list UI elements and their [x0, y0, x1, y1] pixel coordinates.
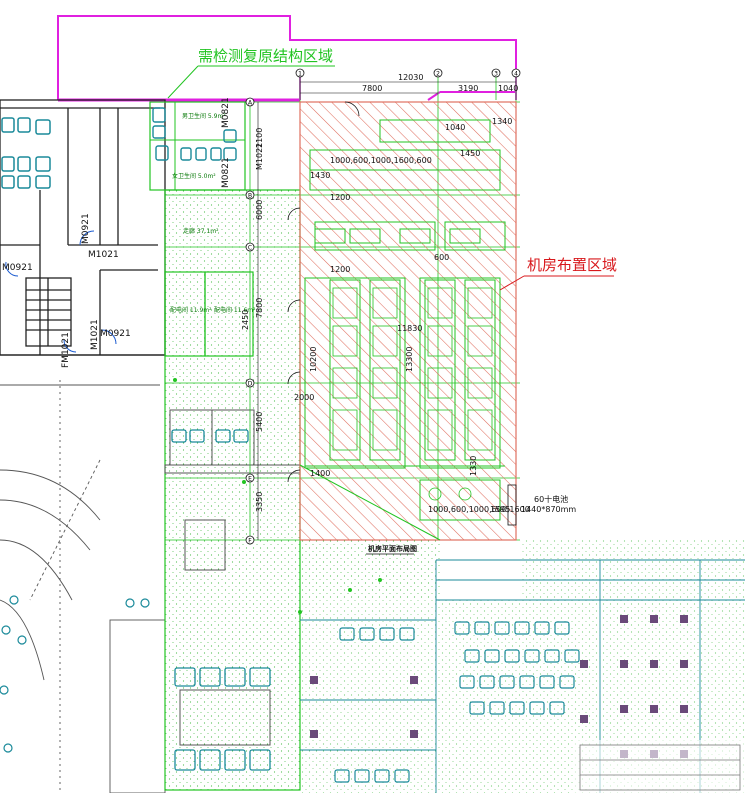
vdim-cd: 7800 [255, 298, 264, 318]
door-label-m1021-b: M1021 [255, 143, 264, 170]
dim-top-right: 1040 [498, 84, 518, 93]
inner-dim-12: 1040 [445, 123, 465, 132]
axis-col-3: 3 [494, 71, 498, 78]
inner-dim-14: 1430 [310, 171, 330, 180]
vdim-ef: 3350 [255, 492, 264, 512]
machine-room-doors [287, 101, 472, 501]
plan-title: 机房平面布局图 [368, 544, 417, 553]
room-toilet-female: 女卫生间 5.0m² [172, 172, 216, 180]
axis-col-4: 4 [514, 71, 518, 78]
inner-dim-10: 600 [434, 253, 449, 262]
inner-dim-15: 1200 [330, 193, 350, 202]
callout-machine-room-text: 机房布置区域 [527, 256, 617, 274]
inner-dim-8: 1595 [490, 505, 510, 514]
axis-row-e: E [248, 476, 252, 483]
machine-room-cabinets [332, 287, 493, 451]
machine-room-equipment [299, 119, 506, 541]
door-label-m0821-a: M0821 [221, 97, 231, 128]
vertical-dimension-chain: 2100 6000 7800 2450 5400 3350 M1021 [241, 102, 264, 540]
inner-dim-11: 1450 [460, 149, 480, 158]
callout-restore: 需检测复原结构区域 [167, 47, 335, 99]
axis-row-markers: A B C D E F [245, 97, 255, 545]
electrical-rooms: 配电间 11.9m² 配电间 11.6m² [164, 271, 256, 357]
door-label-m0921-c: M0921 [100, 329, 131, 339]
corridor-equipment [171, 429, 271, 771]
machine-room-hatched [299, 101, 517, 541]
inner-dim-7: 1330 [469, 456, 478, 476]
door-label-m1021-a: M1021 [88, 250, 119, 260]
plan-title-block: 机房平面布局图 [366, 544, 417, 555]
corridor-walls [164, 409, 301, 746]
door-label-m0921-b: M0921 [2, 263, 33, 273]
axis-row-d: D [248, 381, 253, 388]
axis-col-2: 2 [436, 71, 440, 78]
inner-dim-16: 2000 [294, 393, 314, 402]
ups-cabinet: 60十电池 1440*870mm [507, 484, 576, 526]
door-label-m1021-c: M1021 [90, 319, 100, 350]
vdim-de: 5400 [255, 412, 264, 432]
inner-dim-2: 1000,600,1000,600,1600 [428, 505, 530, 514]
left-lower-area [0, 380, 166, 793]
callout-machine-room: 机房布置区域 [499, 256, 617, 291]
lower-dense-area [300, 540, 745, 793]
vdim-bc: 6000 [255, 200, 264, 220]
door-label-m0921-a: M0921 [81, 213, 91, 244]
axis-col-1: 1 [298, 71, 302, 78]
top-dimension-chain: 12030 7800 3190 1040 [300, 73, 518, 94]
axis-row-f: F [248, 538, 252, 545]
callout-restore-text: 需检测复原结构区域 [198, 47, 333, 65]
inner-dim-5: 10200 [309, 347, 318, 372]
inner-dim-1: 1000,600,1000,1600,600 [330, 156, 432, 165]
room-corridor: 走廊 37.1m² [183, 227, 219, 235]
door-swings-left [5, 230, 117, 353]
axis-column-markers: 1 2 3 4 [295, 68, 521, 78]
axis-row-b: B [248, 193, 252, 200]
inner-dim-4: 13300 [405, 347, 414, 372]
axis-row-a: A [248, 100, 253, 107]
vdim-ab: 2100 [255, 128, 264, 148]
inner-dim-13: 1340 [492, 117, 512, 126]
inner-dim-6: 1400 [310, 469, 330, 478]
room-toilet-male: 男卫生间 5.9m² [182, 112, 226, 120]
ups-size: 1440*870mm [521, 505, 576, 514]
door-label-fm1021: FM1021 [61, 332, 71, 368]
dim-top-mid: 3190 [458, 84, 478, 93]
inner-dim-3: 11830 [397, 324, 422, 333]
scattered-markers [173, 378, 382, 614]
dim-top-left: 7800 [362, 84, 382, 93]
inner-dim-9: 1200 [330, 265, 350, 274]
room-elec-1: 配电间 11.9m² [170, 306, 212, 314]
room-elec-2: 配电间 11.6m² [214, 306, 256, 314]
axis-row-c: C [248, 245, 252, 252]
left-lower-seats [0, 595, 150, 753]
door-label-m0821-b: M0821 [221, 157, 231, 188]
restroom-fixtures-left [1, 117, 51, 189]
inner-dimensions: 1000,600,1000,1600,600 1000,600,1000,600… [294, 117, 530, 514]
ups-label: 60十电池 [534, 494, 568, 504]
vdim-cd-inner: 2450 [241, 310, 250, 330]
dim-top-main: 12030 [398, 73, 423, 82]
